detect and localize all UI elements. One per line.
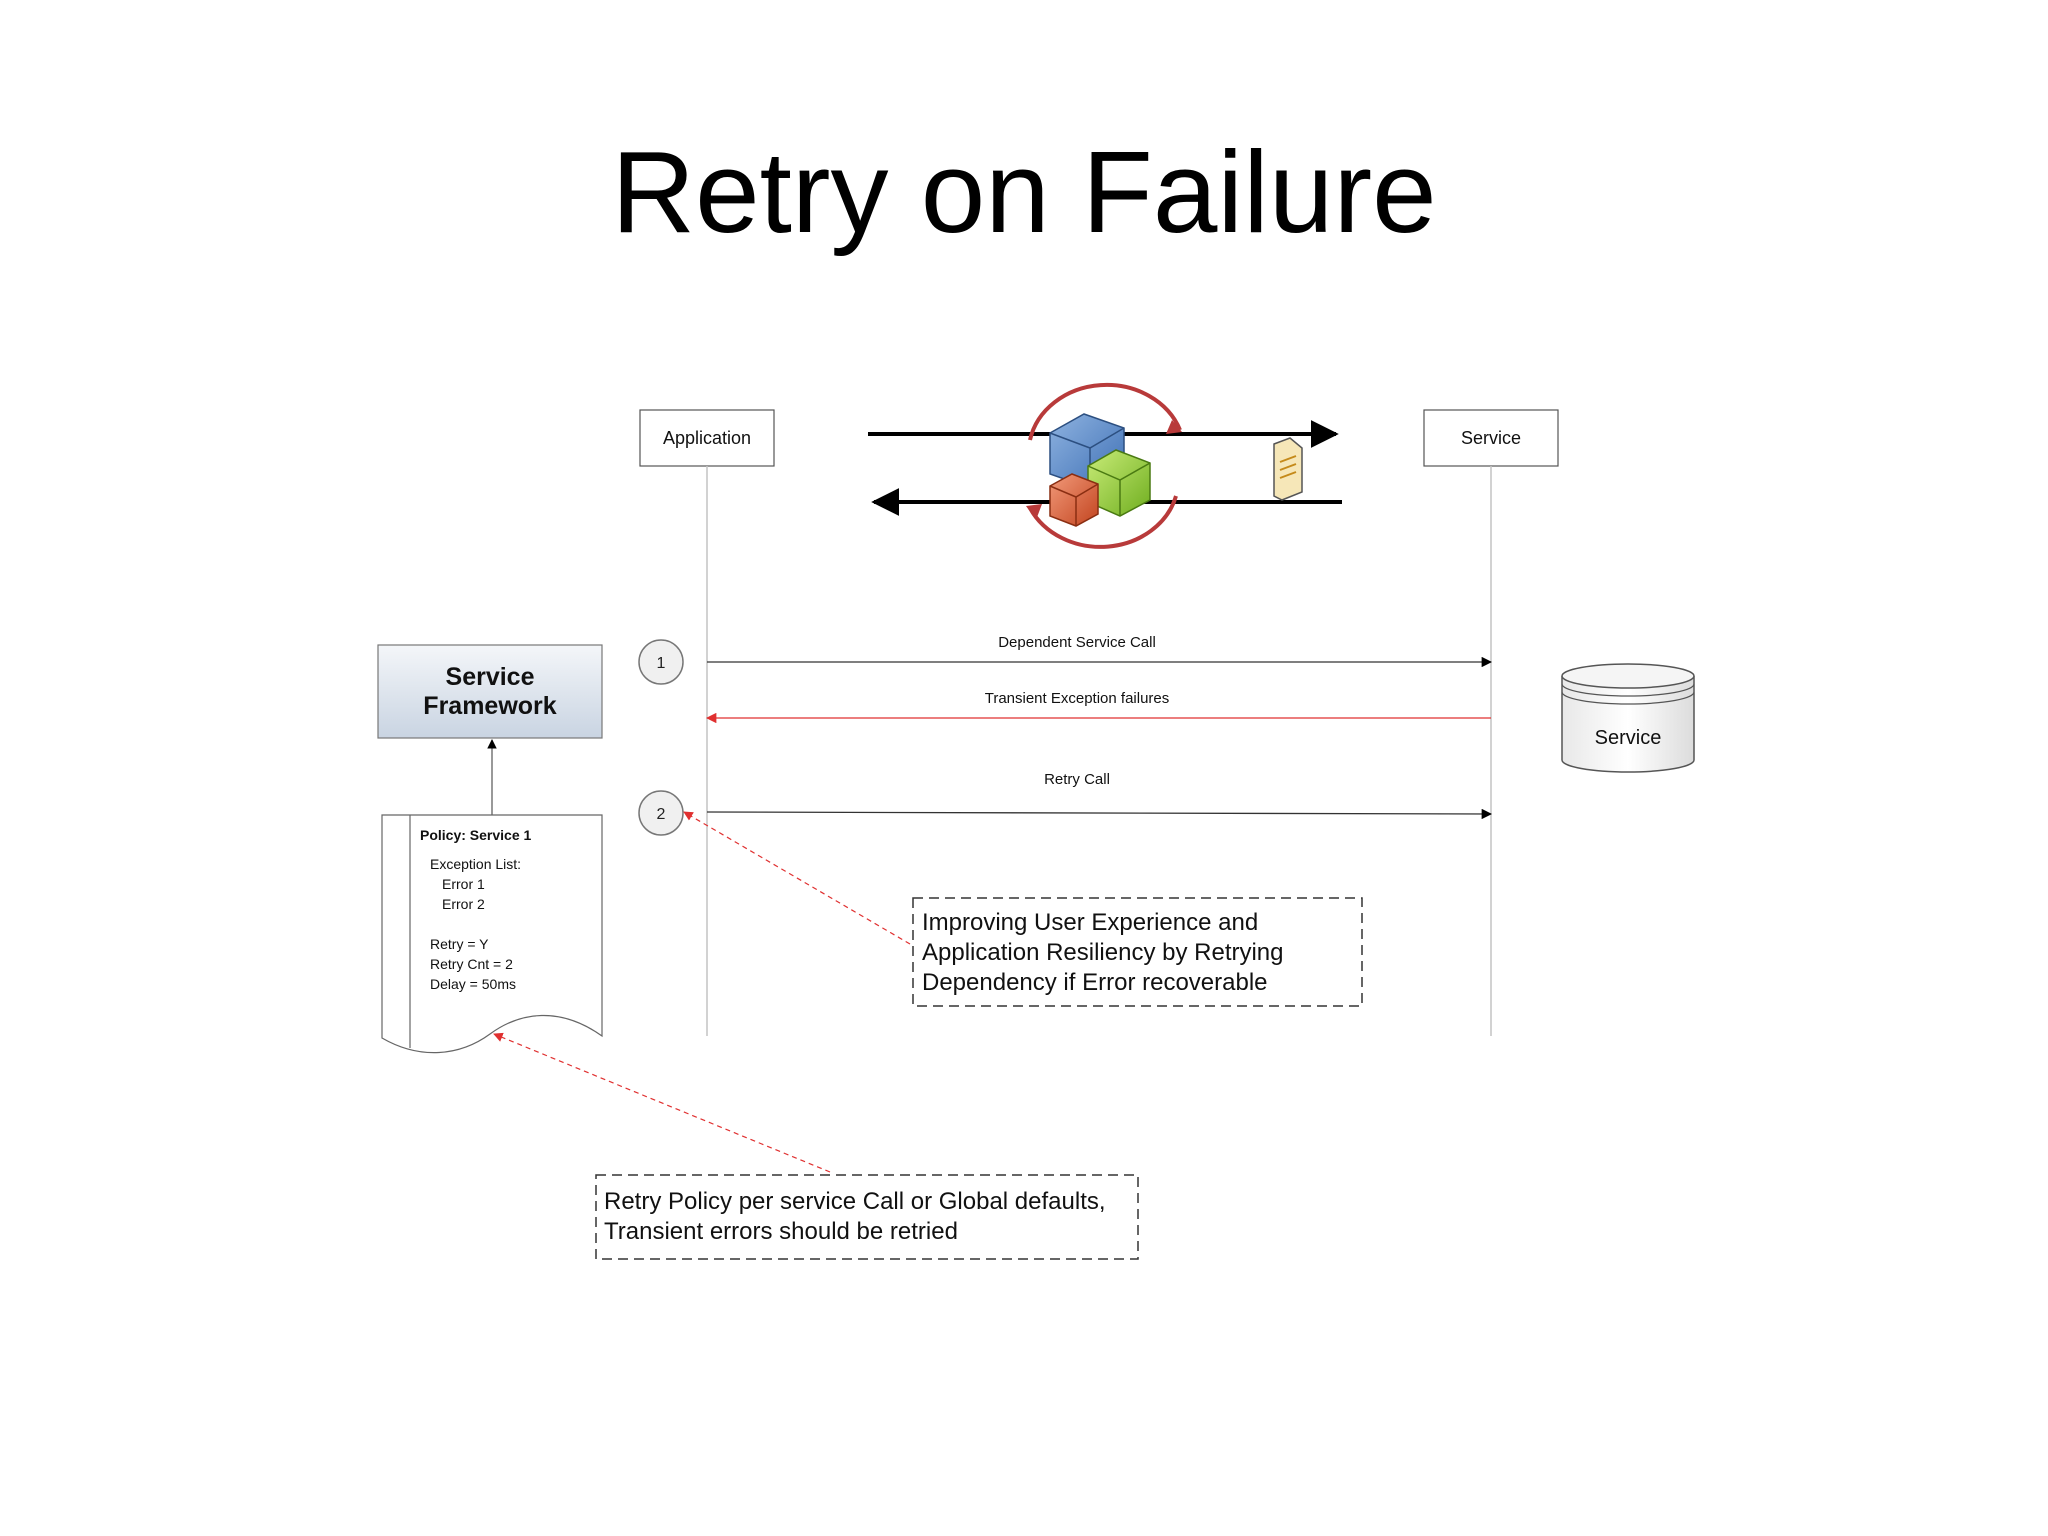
step-label: 2 (657, 806, 666, 823)
policy-line: Error 1 (442, 876, 485, 892)
step-marker-1: 1 (638, 639, 684, 685)
step-label: 1 (657, 655, 666, 672)
service-framework-line1: Service (446, 663, 535, 691)
policy-defaults-note: Retry Policy per service Call or Global … (595, 1174, 1139, 1260)
service-lifeline-header: Service (1423, 409, 1559, 467)
resiliency-pointer (683, 811, 911, 945)
application-lifeline-header: Application (639, 409, 775, 467)
step-marker-2: 2 (638, 790, 684, 836)
policy-line: Exception List: (430, 856, 521, 872)
dependent-call-label: Dependent Service Call (998, 634, 1156, 651)
cubes-icon (1049, 413, 1151, 527)
application-label: Application (663, 428, 751, 448)
policy-line: Error 2 (442, 896, 485, 912)
resiliency-note-line: Application Resiliency by Retrying (922, 939, 1284, 966)
policy-line: Retry Cnt = 2 (430, 956, 513, 972)
policy-defaults-note-line: Retry Policy per service Call or Global … (604, 1188, 1106, 1215)
retry-illustration (868, 382, 1342, 549)
service-framework-line2: Framework (423, 692, 556, 720)
resiliency-note-line: Improving User Experience and (922, 909, 1258, 936)
service-framework-box: Service Framework (377, 644, 603, 739)
retry-call-arrow (706, 808, 1493, 820)
retry-call-label: Retry Call (1044, 771, 1110, 788)
service-datastore-label: Service (1595, 727, 1662, 749)
retry-cycle-icon (1026, 382, 1182, 549)
service-label: Service (1461, 428, 1521, 448)
policy-line: Retry = Y (430, 936, 489, 952)
resiliency-note: Improving User Experience and Applicatio… (912, 897, 1363, 1007)
transient-failure-label: Transient Exception failures (985, 690, 1170, 707)
policy-pointer (493, 1032, 831, 1173)
page-title: Retry on Failure (611, 127, 1436, 257)
policy-heading: Policy: Service 1 (420, 827, 532, 843)
policy-defaults-note-line: Transient errors should be retried (604, 1218, 958, 1245)
document-icon (1273, 437, 1303, 501)
policy-line: Delay = 50ms (430, 976, 516, 992)
policy-document: Policy: Service 1 Exception List: Error … (381, 814, 603, 1054)
resiliency-note-line: Dependency if Error recoverable (922, 969, 1268, 996)
service-datastore: Service (1561, 663, 1695, 773)
